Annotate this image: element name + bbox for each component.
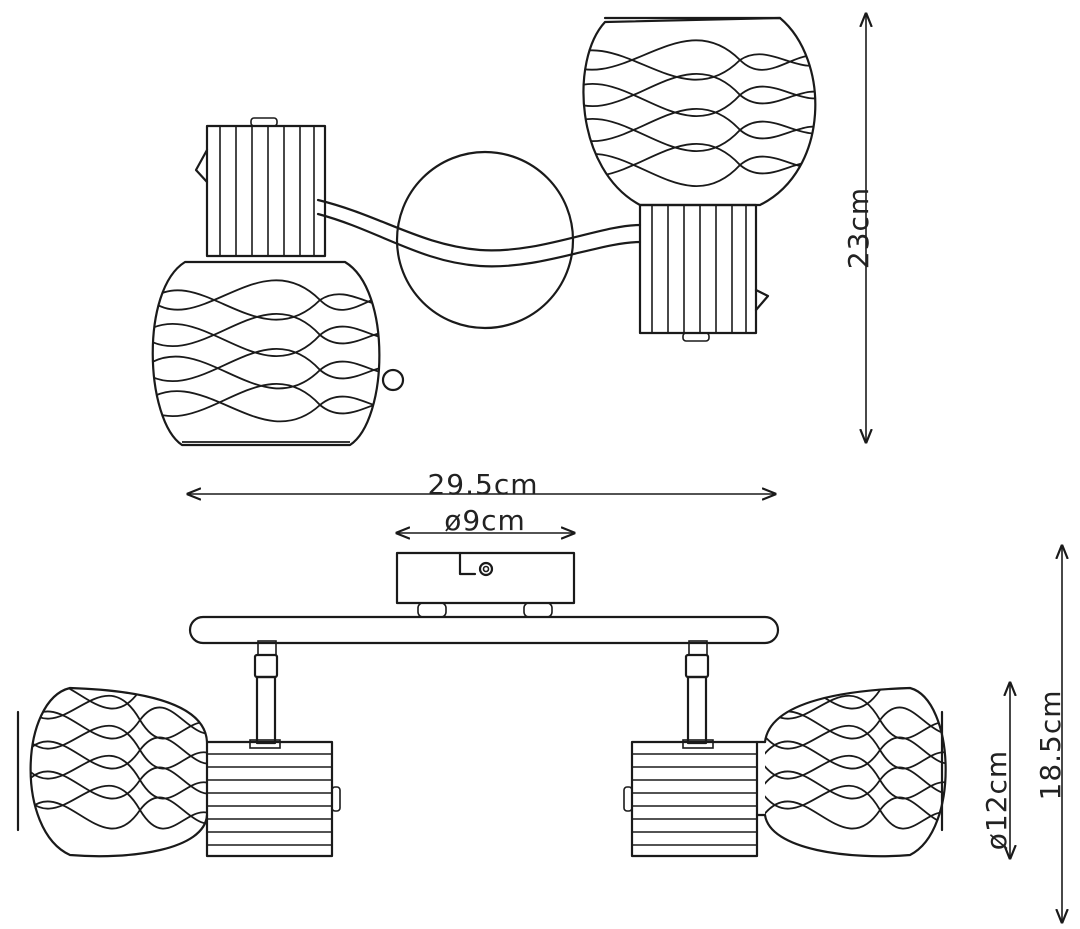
label-height-top: 23cm <box>842 187 875 269</box>
side-view: ø9cm <box>16 504 1067 922</box>
left-side-spotlight <box>16 686 341 858</box>
ceiling-base <box>395 551 576 605</box>
label-width: 29.5cm <box>427 468 538 501</box>
label-shade: ø12cm <box>980 750 1013 850</box>
wall-plate <box>395 150 575 330</box>
dimension-height-top: 23cm <box>842 14 875 442</box>
label-base: ø9cm <box>444 504 526 537</box>
dimension-height-side: 18.5cm <box>1034 546 1067 922</box>
right-side-spotlight <box>623 686 947 858</box>
right-spotlight <box>582 16 817 342</box>
dimension-base: ø9cm <box>397 504 574 537</box>
dimension-width: 29.5cm <box>188 468 775 501</box>
left-spotlight <box>151 117 405 447</box>
mounting-bar <box>188 615 780 645</box>
top-view: 23cm <box>151 14 875 447</box>
dimension-shade: ø12cm <box>980 683 1013 858</box>
curved-arm <box>316 198 642 252</box>
label-height-side: 18.5cm <box>1034 689 1067 800</box>
